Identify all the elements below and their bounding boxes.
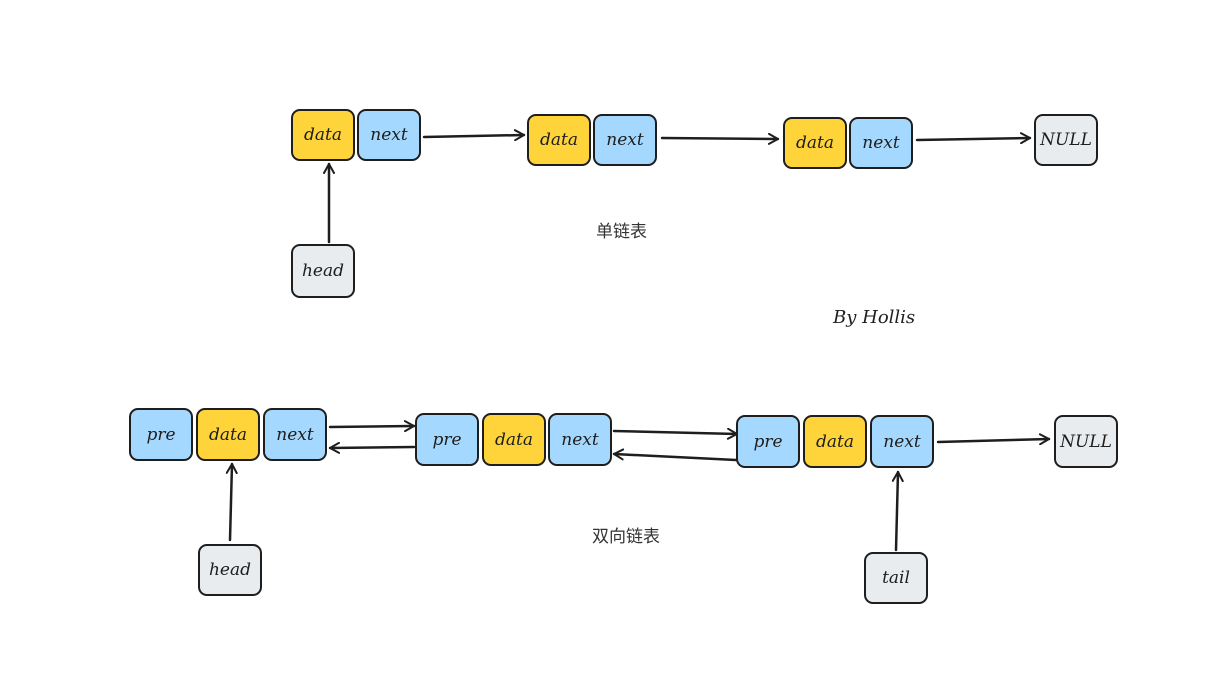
d-null-node: NULL <box>1054 415 1118 468</box>
d-node-3-data: data <box>803 415 867 468</box>
s-node-3-data: data <box>783 117 847 169</box>
s-node-1-next: next <box>357 109 421 161</box>
d-arrow-1-2-next <box>328 420 416 433</box>
d-arrow-3-2-pre <box>612 448 738 462</box>
d-head-node: head <box>198 544 262 596</box>
s-arrow-3-null <box>915 132 1032 145</box>
s-node-3-next: next <box>849 117 913 169</box>
d-arrow-2-3-next <box>612 427 739 440</box>
d-arrow-2-1-pre <box>328 441 416 454</box>
d-head-arrow <box>225 462 238 542</box>
s-head-node: head <box>291 244 355 298</box>
d-node-2-next: next <box>548 413 612 466</box>
s-null-node: NULL <box>1034 114 1098 166</box>
s-node-1-data: data <box>291 109 355 161</box>
d-node-1-data: data <box>196 408 260 461</box>
signature: By Hollis <box>833 307 916 328</box>
singly-caption: 单链表 <box>596 222 647 242</box>
d-tail-node: tail <box>864 552 928 604</box>
s-arrow-2-3 <box>660 132 780 145</box>
d-node-2-pre: pre <box>415 413 479 466</box>
d-tail-arrow <box>891 470 904 552</box>
d-node-3-pre: pre <box>736 415 800 468</box>
d-node-1-pre: pre <box>129 408 193 461</box>
d-node-1-next: next <box>263 408 327 461</box>
d-node-2-data: data <box>482 413 546 466</box>
s-arrow-1-2 <box>422 129 526 142</box>
s-node-2-data: data <box>527 114 591 166</box>
d-arrow-3-null <box>936 433 1051 446</box>
s-node-2-next: next <box>593 114 657 166</box>
d-node-3-next: next <box>870 415 934 468</box>
doubly-caption: 双向链表 <box>592 527 660 547</box>
